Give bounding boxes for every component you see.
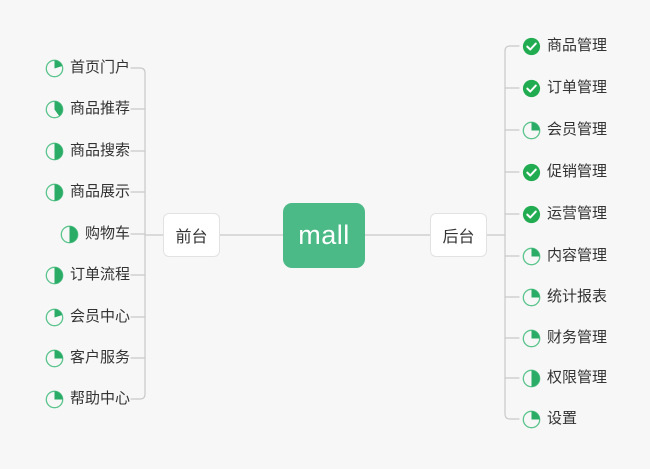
leaf-item-label: 设置 (547, 410, 578, 427)
pie-progress-icon (45, 142, 64, 161)
pie-progress-icon (45, 183, 64, 202)
pie-progress-icon (522, 369, 541, 388)
leaf-item[interactable]: 商品搜索 (45, 138, 130, 164)
leaf-item[interactable]: 财务管理 (522, 325, 607, 351)
leaf-item-label: 运营管理 (547, 205, 608, 222)
branch-node-backend[interactable]: 后台 (430, 213, 487, 257)
leaf-item[interactable]: 统计报表 (522, 284, 607, 310)
check-circle-icon (522, 79, 541, 98)
leaf-item[interactable]: 首页门户 (45, 55, 130, 81)
branch-node-backend-label: 后台 (442, 229, 475, 246)
leaf-item-label: 会员管理 (547, 121, 608, 138)
leaf-item-label: 内容管理 (547, 247, 608, 264)
pie-progress-icon (45, 349, 64, 368)
leaf-item[interactable]: 权限管理 (522, 365, 607, 391)
leaf-item[interactable]: 设置 (522, 406, 577, 432)
leaf-item[interactable]: 购物车 (60, 221, 130, 247)
leaf-item[interactable]: 内容管理 (522, 243, 607, 269)
pie-progress-icon (522, 410, 541, 429)
leaf-item-label: 会员中心 (69, 308, 130, 325)
branch-node-frontend-label: 前台 (175, 229, 208, 246)
check-circle-icon (522, 163, 541, 182)
leaf-item[interactable]: 商品展示 (45, 179, 130, 205)
center-node-mall[interactable]: mall (283, 203, 365, 268)
leaf-item-label: 权限管理 (547, 369, 608, 386)
leaf-item-label: 商品搜索 (69, 142, 130, 159)
pie-progress-icon (45, 390, 64, 409)
leaf-item-label: 统计报表 (547, 288, 608, 305)
pie-progress-icon (60, 225, 79, 244)
pie-progress-icon (45, 308, 64, 327)
leaf-item-label: 首页门户 (69, 59, 130, 76)
pie-progress-icon (522, 288, 541, 307)
pie-progress-icon (522, 329, 541, 348)
leaf-item[interactable]: 会员中心 (45, 304, 130, 330)
pie-progress-icon (522, 247, 541, 266)
leaf-item[interactable]: 帮助中心 (45, 386, 130, 412)
leaf-item-label: 订单流程 (69, 266, 130, 283)
leaf-item-label: 客户服务 (69, 349, 130, 366)
pie-progress-icon (45, 100, 64, 119)
leaf-item[interactable]: 促销管理 (522, 159, 607, 185)
branch-node-frontend[interactable]: 前台 (163, 213, 220, 257)
leaf-item[interactable]: 订单管理 (522, 75, 607, 101)
leaf-item-label: 财务管理 (547, 329, 608, 346)
leaf-item[interactable]: 运营管理 (522, 201, 607, 227)
pie-progress-icon (522, 121, 541, 140)
leaf-item-label: 商品管理 (547, 37, 608, 54)
leaf-item[interactable]: 会员管理 (522, 117, 607, 143)
leaf-item-label: 购物车 (84, 225, 130, 242)
leaf-item-label: 商品展示 (69, 183, 130, 200)
leaf-item[interactable]: 订单流程 (45, 262, 130, 288)
pie-progress-icon (45, 266, 64, 285)
leaf-item-label: 促销管理 (547, 163, 608, 180)
leaf-item-label: 商品推荐 (69, 100, 130, 117)
center-node-label: mall (298, 220, 350, 250)
pie-progress-icon (45, 59, 64, 78)
leaf-item-label: 订单管理 (547, 79, 608, 96)
check-circle-icon (522, 205, 541, 224)
check-circle-icon (522, 37, 541, 56)
leaf-item-label: 帮助中心 (69, 390, 130, 407)
leaf-item[interactable]: 商品推荐 (45, 96, 130, 122)
leaf-item[interactable]: 商品管理 (522, 33, 607, 59)
leaf-item[interactable]: 客户服务 (45, 345, 130, 371)
